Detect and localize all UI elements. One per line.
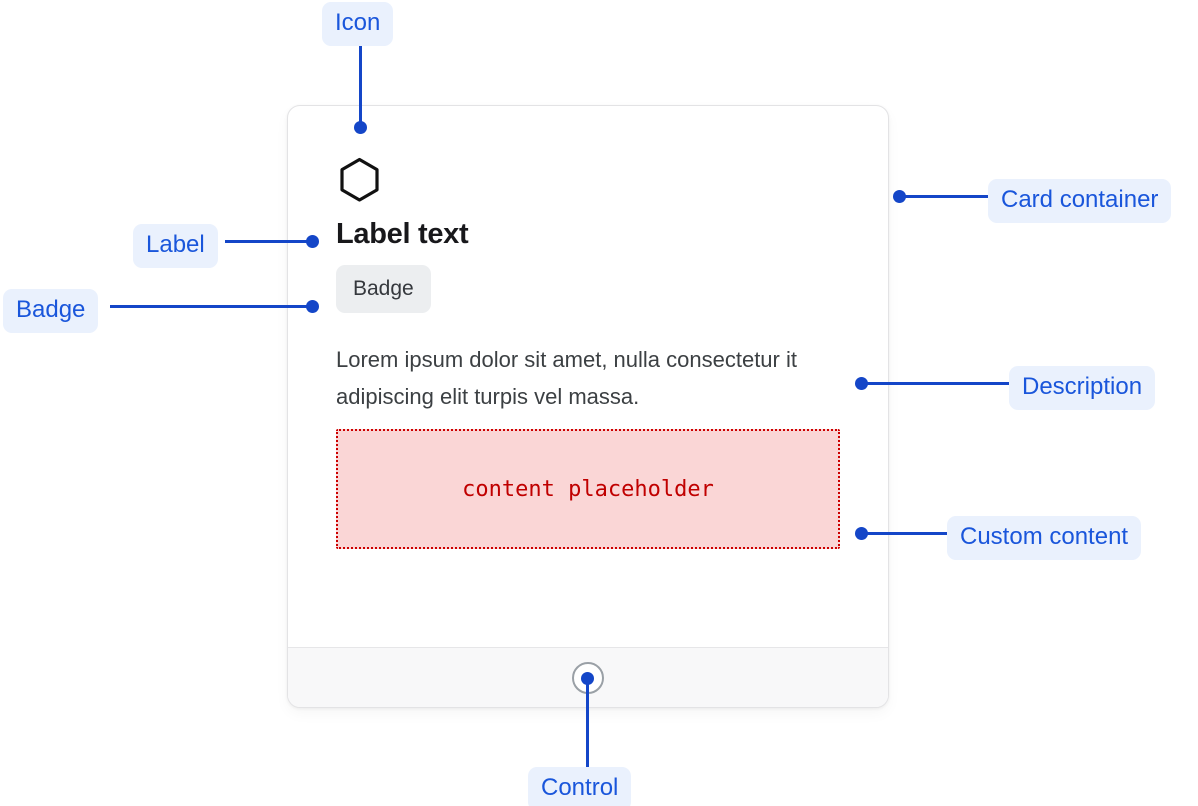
annotation-leader-label — [225, 240, 312, 243]
annotation-description: Description — [1009, 366, 1156, 410]
annotation-dot-badge — [306, 300, 319, 313]
annotation-leader-custom-content — [865, 532, 949, 535]
annotation-badge: Badge — [3, 289, 99, 333]
annotation-control: Control — [528, 767, 632, 806]
annotation-leader-description — [865, 382, 1011, 385]
annotation-leader-badge — [110, 305, 312, 308]
card-container[interactable]: Label text Badge Lorem ipsum dolor sit a… — [287, 105, 889, 708]
custom-content-label: content placeholder — [462, 476, 714, 502]
annotation-card-container: Card container — [988, 179, 1172, 223]
card-label: Label text — [336, 218, 469, 250]
annotation-dot-label — [306, 235, 319, 248]
card-badge: Badge — [336, 265, 431, 313]
card-body: Label text Badge Lorem ipsum dolor sit a… — [288, 106, 888, 648]
annotation-dot-custom-content — [855, 527, 868, 540]
annotation-leader-control — [586, 678, 589, 767]
annotation-leader-icon — [359, 46, 362, 127]
annotation-dot-description — [855, 377, 868, 390]
annotation-leader-card-container — [903, 195, 991, 198]
custom-content-slot: content placeholder — [336, 429, 840, 549]
card-description: Lorem ipsum dolor sit amet, nulla consec… — [336, 347, 797, 409]
annotation-dot-icon — [354, 121, 367, 134]
annotation-dot-card-container — [893, 190, 906, 203]
annotation-icon: Icon — [322, 2, 394, 46]
hexagon-icon — [340, 157, 379, 202]
annotation-custom-content: Custom content — [947, 516, 1142, 560]
annotation-label: Label — [133, 224, 218, 268]
